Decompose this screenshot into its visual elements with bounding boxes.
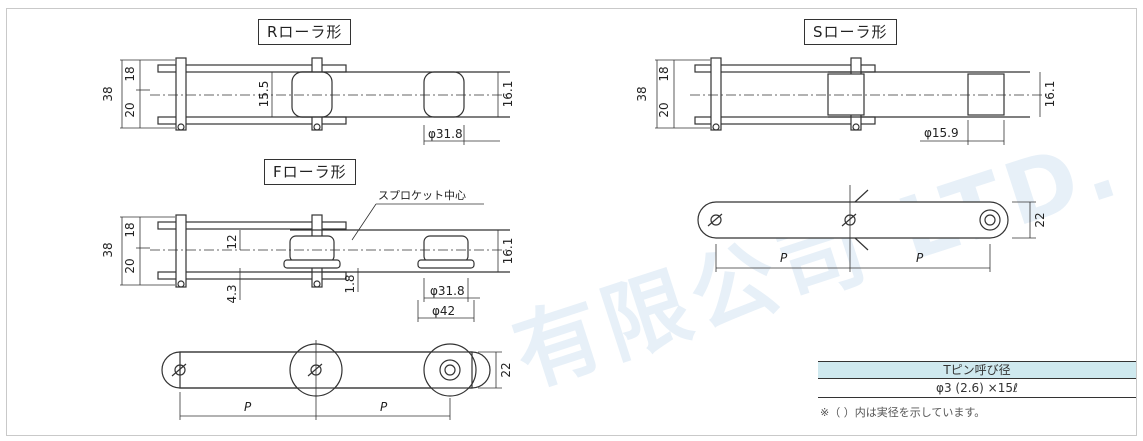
r-roller-title: Rローラ形 <box>258 19 352 45</box>
s-roller-title: Sローラ形 <box>804 19 897 45</box>
f-plan-pitch-2: P <box>380 400 388 414</box>
s-plan-pitch-2: P <box>916 251 924 265</box>
f-dim-total: 38 <box>101 242 115 257</box>
f-dim-upper: 18 <box>123 222 137 237</box>
f-dim-offset-bottom: 4.3 <box>225 284 239 303</box>
f-roller-side-view <box>120 203 510 322</box>
f-roller-title: Fローラ形 <box>264 159 356 185</box>
f-dim-lower: 20 <box>123 258 137 273</box>
s-dim-lower: 20 <box>657 102 671 117</box>
s-dim-roller-width: 16.1 <box>1043 81 1057 108</box>
f-plan-pitch-1: P <box>244 400 252 414</box>
s-dim-total: 38 <box>635 86 649 101</box>
sheet-border <box>6 8 1137 436</box>
s-dim-upper: 18 <box>657 66 671 81</box>
f-dim-roller-width: 16.1 <box>501 238 515 265</box>
r-dim-total: 38 <box>101 86 115 101</box>
spec-table-header: Tピン呼び径 <box>818 361 1136 379</box>
r-dim-upper: 18 <box>123 66 137 81</box>
f-plan-view <box>161 340 502 420</box>
r-dim-roller-width: 16.1 <box>501 81 515 108</box>
spec-table-note: ※（ ）内は実径を示しています。 <box>820 406 986 419</box>
f-dim-offset-top: 12 <box>225 234 239 249</box>
pin-spec-table: Tピン呼び径 φ3 (2.6) ×15ℓ ※（ ）内は実径を示しています。 <box>818 361 1136 420</box>
r-roller-side-view <box>120 57 510 145</box>
f-plan-height: 22 <box>499 362 513 377</box>
r-dim-inner: 15.5 <box>257 81 271 108</box>
f-dim-flange-height: 1.8 <box>343 274 357 293</box>
s-roller-side-view <box>655 57 1050 145</box>
s-plan-height: 22 <box>1033 212 1047 227</box>
f-dim-flange-dia: φ42 <box>432 304 455 318</box>
f-sprocket-center-label: スプロケット中心 <box>378 189 466 202</box>
r-dim-lower: 20 <box>123 102 137 117</box>
s-plan-pitch-1: P <box>780 251 788 265</box>
s-plan-view <box>697 185 1036 272</box>
f-dim-roller-dia: φ31.8 <box>430 284 465 298</box>
r-dim-roller-dia: φ31.8 <box>428 127 463 141</box>
spec-table-value: φ3 (2.6) ×15ℓ <box>818 379 1136 398</box>
s-dim-roller-dia: φ15.9 <box>924 126 959 140</box>
